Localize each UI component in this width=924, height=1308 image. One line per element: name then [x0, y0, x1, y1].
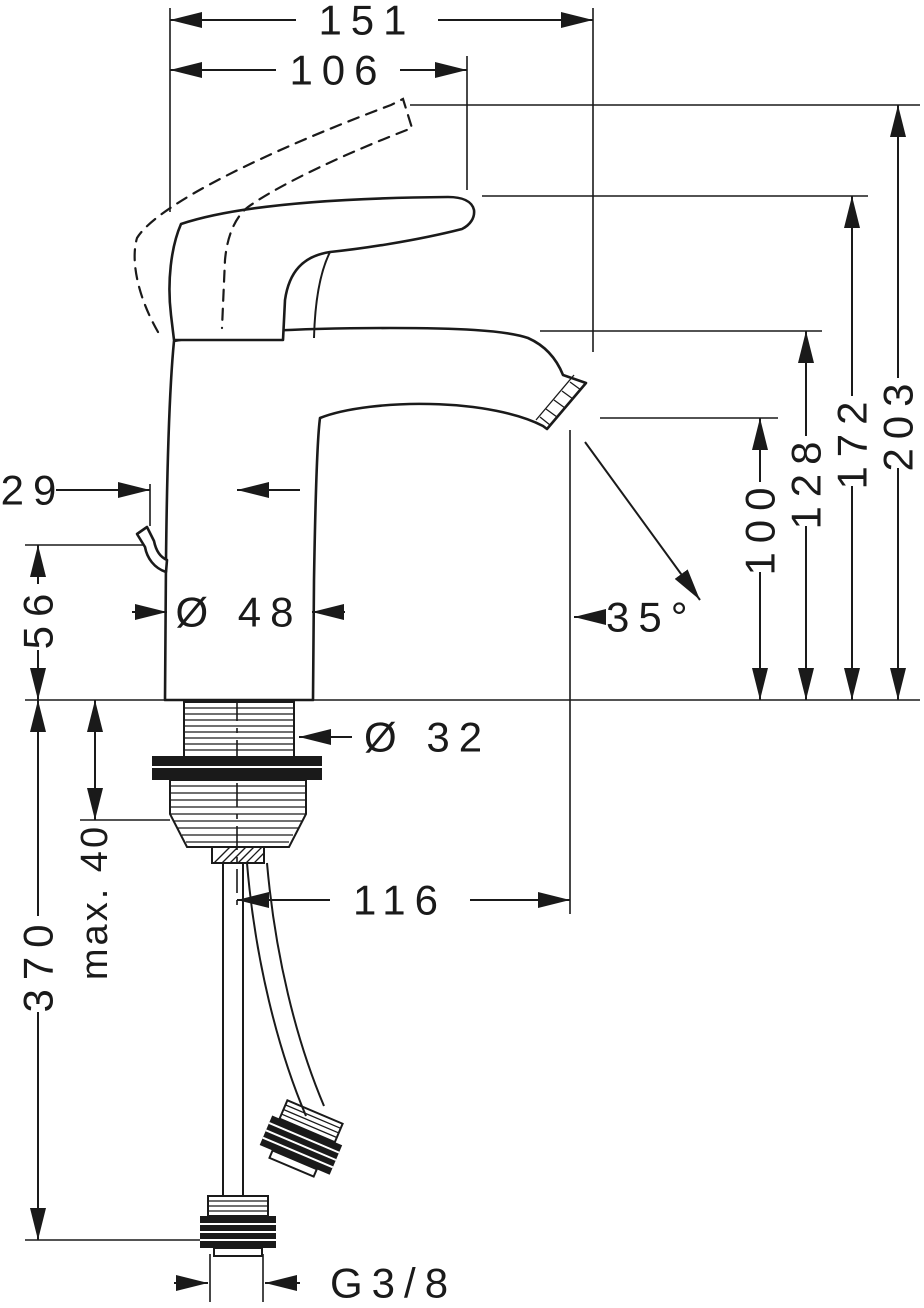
dim-label-370: 370 — [15, 915, 62, 1012]
dim-label-29: 29 — [1, 467, 66, 514]
dimension-203: 203 — [875, 105, 922, 700]
extension-lines — [25, 8, 920, 1302]
dim-label-203: 203 — [875, 374, 922, 471]
faucet-handle — [168, 195, 476, 342]
hose-connector-block — [211, 846, 265, 864]
dimension-max40: max. 40 — [74, 700, 116, 980]
dim-label-max40: max. 40 — [74, 824, 116, 980]
dimension-151: 151 — [170, 0, 593, 44]
dim-label-172: 172 — [829, 392, 876, 489]
dimension-172: 172 — [829, 196, 876, 700]
dim-label-116: 116 — [353, 877, 447, 924]
dimension-29: 29 — [1, 467, 300, 514]
dim-label-106: 106 — [289, 47, 386, 94]
dimension-370: 370 — [15, 700, 62, 1240]
dimension-100: 100 — [737, 418, 784, 700]
dimension-116: 116 — [237, 877, 570, 924]
dim-label-dia32: Ø 32 — [364, 714, 491, 761]
dimension-128: 128 — [783, 331, 830, 700]
dim-label-g38: G3/8 — [330, 1260, 457, 1307]
dimension-dia32: Ø 32 — [299, 714, 491, 761]
dimension-dia48: Ø 48 — [132, 589, 345, 636]
stream-angle-line — [584, 441, 701, 601]
mounting-washer — [152, 756, 322, 780]
dim-label-56: 56 — [15, 585, 62, 650]
dimension-106: 106 — [170, 47, 467, 94]
dim-label-100: 100 — [737, 478, 784, 575]
pop-up-rod — [135, 525, 169, 574]
dimension-g38: G3/8 — [174, 1260, 457, 1307]
mounting-nut — [169, 779, 307, 848]
handle-neck-line — [313, 251, 331, 339]
spout-aerator — [535, 374, 582, 426]
dim-label-angle35: 35° — [606, 594, 697, 641]
undermount-assembly — [152, 701, 344, 1257]
faucet — [133, 97, 588, 702]
dim-label-151: 151 — [318, 0, 415, 44]
dim-label-dia48: Ø 48 — [175, 589, 302, 636]
threaded-shank — [183, 701, 295, 759]
faucet-body-outline — [163, 326, 588, 702]
dimension-angle-35: 35° — [574, 441, 701, 641]
supply-hose-left — [222, 863, 244, 1196]
faucet-handle-raised-dashed — [133, 97, 414, 334]
hose-fitting-right — [259, 1098, 344, 1178]
hose-fitting-left — [200, 1195, 276, 1257]
dimension-56: 56 — [15, 545, 62, 700]
dim-label-128: 128 — [783, 432, 830, 529]
